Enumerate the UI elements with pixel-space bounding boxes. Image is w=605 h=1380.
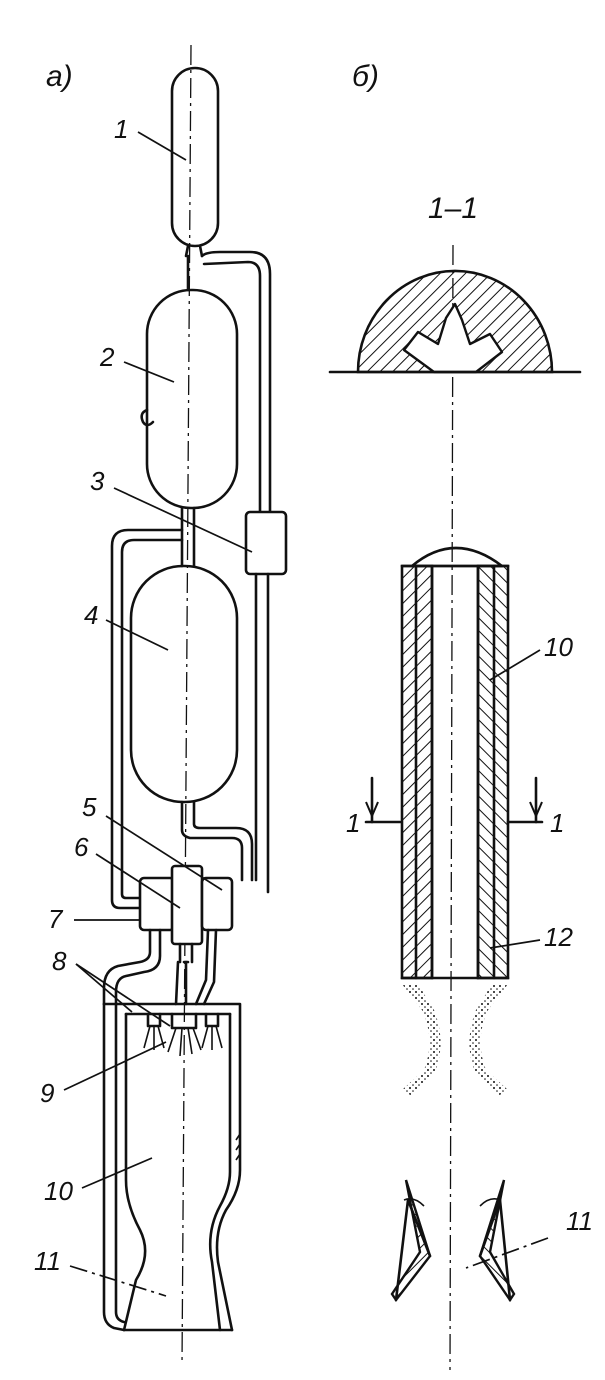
upper-tank-fitting xyxy=(140,408,155,427)
injector-feed-center xyxy=(174,960,188,1006)
callout-7: 7 xyxy=(48,904,64,934)
pressurization-line-outer xyxy=(200,250,272,514)
coolant-line-left-inner xyxy=(114,928,162,1006)
callout-8: 8 xyxy=(52,946,67,976)
section-cut-marks: 1 1 xyxy=(346,776,564,838)
left-feed-line-outer xyxy=(110,528,184,910)
callout-5: 5 xyxy=(82,792,97,822)
propellant-charge xyxy=(400,546,510,980)
gas-bottle xyxy=(170,66,220,248)
callout-1: 1 xyxy=(114,114,128,144)
callout-10: 10 xyxy=(44,1176,73,1206)
callout-3: 3 xyxy=(90,466,105,496)
panel-b: б) 1–1 xyxy=(328,60,593,1371)
lower-feed-line-inner xyxy=(192,800,254,882)
callout-leaders-a xyxy=(63,131,253,1297)
jacket-detail-marks xyxy=(235,1133,241,1161)
callout-10-b: 10 xyxy=(544,632,573,662)
chamber-wall-left xyxy=(122,1012,147,1332)
injector-feed-right xyxy=(194,928,210,1006)
callout-4: 4 xyxy=(84,600,98,630)
cut-label-left: 1 xyxy=(346,808,360,838)
coolant-line-left-outer xyxy=(102,928,152,1006)
cut-label-right: 1 xyxy=(550,808,564,838)
inter-tank-pipe xyxy=(180,506,196,568)
callout-12: 12 xyxy=(544,922,573,952)
valve-right xyxy=(200,876,234,932)
callout-9: 9 xyxy=(40,1078,54,1108)
lower-tank xyxy=(129,564,239,804)
main-valve-stem xyxy=(178,942,194,964)
bottle-neck xyxy=(184,244,204,258)
callout-leaders-b xyxy=(465,649,549,1269)
center-axis-b xyxy=(449,244,454,1371)
pressure-regulator xyxy=(244,510,288,576)
section-label: 1–1 xyxy=(428,192,478,225)
nozzle-b xyxy=(390,984,516,1303)
regulator-downline xyxy=(254,572,270,894)
callout-2: 2 xyxy=(99,342,115,372)
cooling-jacket-inner-left xyxy=(114,1002,126,1324)
cross-section-1-1 xyxy=(328,269,582,374)
lower-feed-line-outer xyxy=(180,800,244,882)
left-feed-line-inner xyxy=(120,538,184,900)
panel-a-label: а) xyxy=(46,60,73,93)
injector-feed-right-2 xyxy=(202,928,218,1006)
pressurization-line-inner xyxy=(202,260,262,514)
panel-a: а) xyxy=(34,44,288,1366)
cooling-jacket-outer-left xyxy=(102,1002,126,1332)
chamber-wall-right xyxy=(208,1012,232,1332)
callout-6: 6 xyxy=(74,832,89,862)
injectors xyxy=(143,1012,223,1057)
center-axis-a xyxy=(181,44,192,1366)
upper-tank xyxy=(145,288,239,510)
callout-11-b: 11 xyxy=(566,1206,593,1236)
chamber-outline-right xyxy=(102,1002,242,1332)
panel-b-label: б) xyxy=(352,60,379,93)
callout-11: 11 xyxy=(34,1246,61,1276)
